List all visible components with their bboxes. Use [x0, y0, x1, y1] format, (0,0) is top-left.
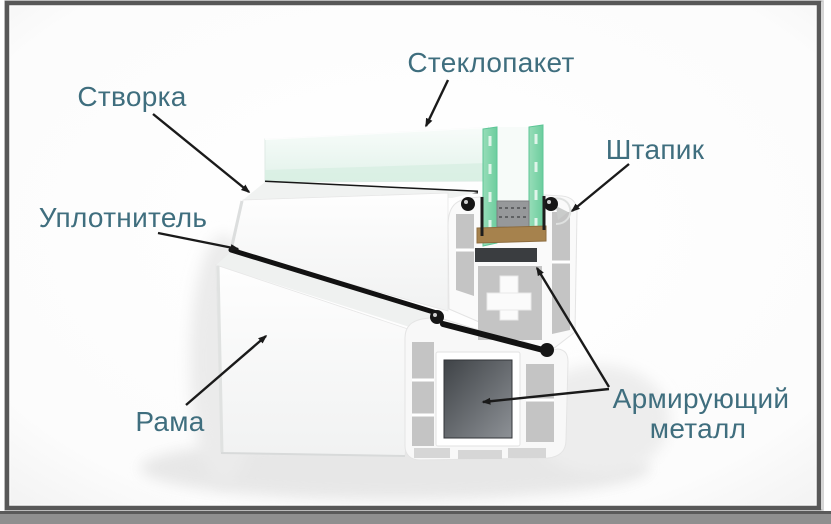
- glazing-shim: [476, 225, 547, 244]
- seal-line-upper: [228, 247, 443, 317]
- bottom-strip: [0, 514, 831, 524]
- callout-labels: Створка Стеклопакет Штапик Уплотнитель Р…: [39, 47, 790, 444]
- glazing-bead-shade: [556, 206, 568, 220]
- frame-chamber: [526, 364, 554, 442]
- label-reinforcement-line1: Армирующий: [613, 383, 790, 414]
- arrow-to-bead: [570, 163, 630, 212]
- label-bead: Штапик: [606, 134, 705, 165]
- sash-chamber: [552, 212, 570, 334]
- sash-profile: [229, 182, 478, 312]
- arrow-to-sash: [152, 113, 251, 193]
- glazing-unit-glass: [476, 124, 547, 247]
- label-frame: Рама: [135, 406, 204, 437]
- label-reinforcement-line2: металл: [650, 413, 746, 444]
- frame-profile: [215, 252, 441, 457]
- sash-chamber: [456, 214, 474, 296]
- sash-reinforcement-bar: [475, 248, 537, 262]
- label-sash: Створка: [77, 81, 186, 112]
- border-shadow-line: [0, 511, 831, 514]
- spacer-bar: [496, 200, 530, 228]
- arrow-to-frame: [185, 335, 268, 406]
- seal-gaskets: [228, 196, 558, 357]
- label-seal: Уплотнитель: [39, 202, 208, 233]
- callout-arrows: [152, 79, 630, 406]
- border-frame: [4, 0, 822, 511]
- label-glazing-unit: Стеклопакет: [407, 47, 574, 78]
- frame-chamber: [412, 342, 434, 446]
- arrow-to-sash-reinforcement: [535, 266, 611, 388]
- glazing-bead: [548, 197, 572, 225]
- arrow-to-seal: [157, 231, 240, 251]
- arrow-to-frame-reinforcement: [481, 387, 610, 405]
- seal-line-lower: [440, 321, 550, 354]
- arrow-to-glazing-unit: [424, 79, 450, 128]
